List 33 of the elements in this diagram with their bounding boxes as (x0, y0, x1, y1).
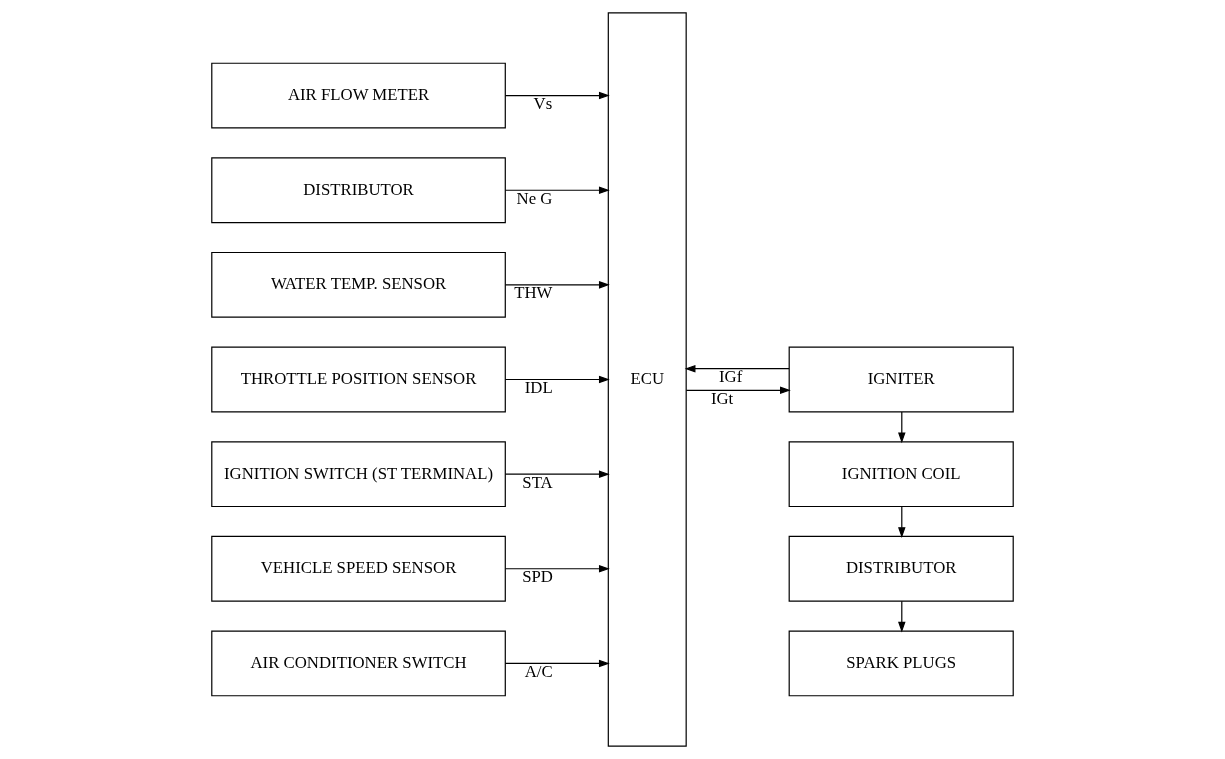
node-box: IGNITER (788, 346, 1014, 413)
node-box: ECU (607, 12, 687, 747)
edge-label: IGf (718, 367, 743, 387)
node-box: WATER TEMP. SENSOR (211, 251, 506, 318)
node-box: DISTRIBUTOR (211, 157, 506, 224)
arrow (898, 600, 906, 633)
arrow (898, 411, 906, 444)
edge-label: A/C (524, 661, 553, 681)
node-box: VEHICLE SPEED SENSOR (211, 535, 506, 602)
arrow (504, 470, 610, 478)
edge-label: Ne G (516, 188, 553, 208)
node-box: SPARK PLUGS (788, 630, 1014, 697)
arrow (685, 386, 791, 395)
arrow (504, 565, 610, 573)
edge-label: IDL (524, 377, 553, 397)
arrow (684, 364, 790, 373)
node-box: AIR FLOW METER (211, 62, 506, 129)
node-box: AIR CONDITIONER SWITCH (211, 630, 506, 697)
arrow (898, 506, 906, 538)
node-box: IGNITION SWITCH (ST TERMINAL) (211, 441, 506, 508)
node-box: IGNITION COIL (788, 441, 1014, 508)
arrow (504, 91, 610, 100)
edge-label: SPD (522, 567, 553, 587)
edge-label: IGt (710, 388, 734, 408)
arrow (504, 186, 610, 194)
arrow (504, 281, 610, 289)
node-box: DISTRIBUTOR (788, 535, 1014, 602)
edge-label: THW (514, 283, 553, 303)
edge-label: STA (522, 472, 553, 492)
arrow (504, 375, 610, 384)
edge-label: Vs (533, 94, 553, 114)
arrow (504, 659, 610, 668)
node-box: THROTTLE POSITION SENSOR (211, 346, 506, 413)
